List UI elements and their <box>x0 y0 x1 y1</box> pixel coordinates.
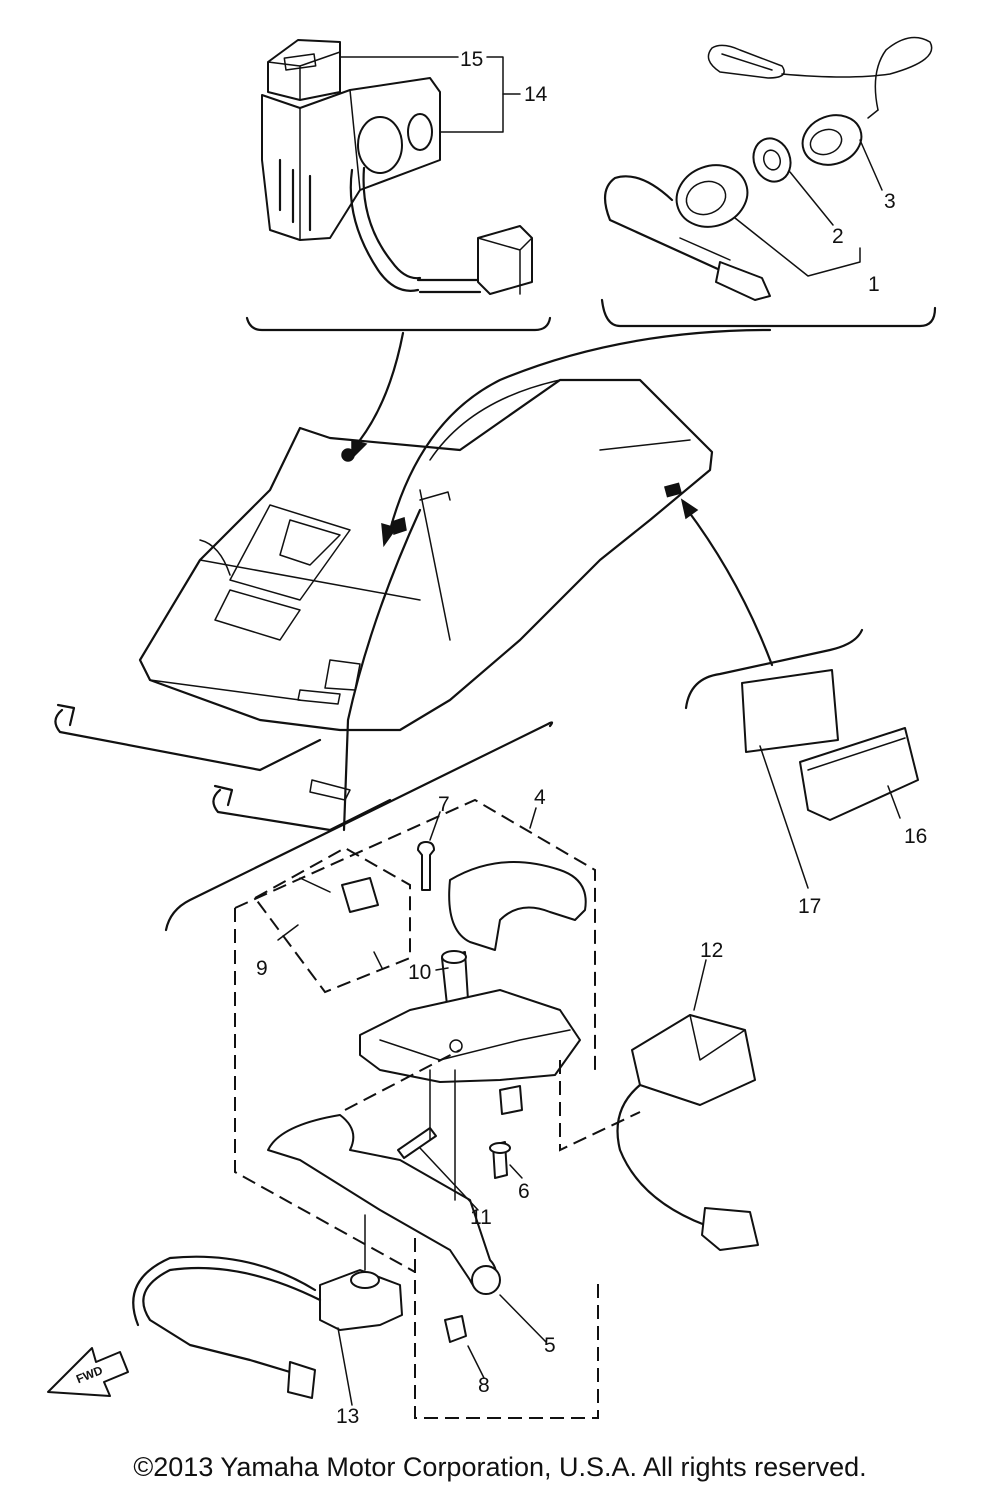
callout-12: 12 <box>700 939 723 962</box>
lower-parts <box>132 628 919 1399</box>
top-leader-lines <box>339 56 883 277</box>
callout-15: 15 <box>460 48 483 71</box>
control-group-box <box>234 798 599 1419</box>
callout-8: 8 <box>478 1374 490 1397</box>
main-switch-inset <box>600 36 937 328</box>
callout-13: 13 <box>336 1405 359 1428</box>
callout-17: 17 <box>798 895 821 918</box>
callout-7: 7 <box>438 793 450 816</box>
callout-4: 4 <box>534 786 546 809</box>
callout-6: 6 <box>518 1180 530 1203</box>
callout-3: 3 <box>884 190 896 213</box>
callout-14: 14 <box>524 83 548 106</box>
callout-10: 10 <box>408 961 431 984</box>
bottom-leader-lines <box>277 745 901 1406</box>
callout-1: 1 <box>868 273 880 296</box>
relay-assembly-inset <box>245 39 552 332</box>
callout-9: 9 <box>256 957 268 980</box>
callout-16: 16 <box>904 825 927 848</box>
harness-cable <box>164 508 554 932</box>
callout-2: 2 <box>832 225 844 248</box>
snowmobile-illustration <box>54 378 714 832</box>
fwd-arrow: FWD <box>47 1347 129 1397</box>
callout-11: 11 <box>470 1206 492 1229</box>
callout-5: 5 <box>544 1334 556 1357</box>
copyright-notice: ©2013 Yamaha Motor Corporation, U.S.A. A… <box>133 1452 867 1482</box>
inset-connectors <box>351 328 774 667</box>
parts-diagram: FWD 15 14 3 2 1 4 7 9 10 12 16 17 6 11 5… <box>47 36 937 1428</box>
